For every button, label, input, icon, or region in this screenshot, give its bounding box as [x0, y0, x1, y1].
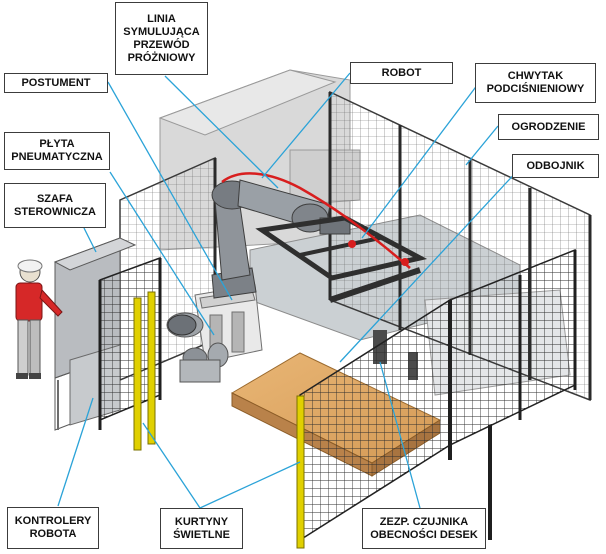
- label-szafa-sterownicza: SZAFA STEROWNICZA: [4, 183, 106, 228]
- label-linia-symulujaca: LINIA SYMULUJĄCA PRZEWÓD PRÓŻNIOWY: [115, 2, 208, 75]
- leader-robot: [261, 72, 351, 179]
- label-kurtyny-swietlne: KURTYNY ŚWIETLNE: [160, 508, 243, 549]
- vacuum-gripper: [255, 215, 428, 303]
- leader-odbojnik: [339, 167, 521, 363]
- leader-kontrolery: [57, 397, 94, 507]
- leader-kurtyny: [142, 422, 201, 509]
- leader-kurtyny-2: [199, 461, 301, 509]
- label-kontrolery-robota: KONTROLERY ROBOTA: [7, 507, 99, 549]
- leader-czujnik: [379, 361, 421, 509]
- label-chwytak: CHWYTAK PODCIŚNIENIOWY: [475, 63, 596, 103]
- label-robot: ROBOT: [350, 62, 453, 84]
- leader-plyta: [109, 171, 215, 336]
- light-curtains: [133, 291, 305, 549]
- leader-szafa: [83, 227, 97, 253]
- left-front-fence: [98, 256, 162, 430]
- label-ogrodzenie: OGRODZENIE: [498, 114, 599, 140]
- label-postument: POSTUMENT: [4, 73, 108, 93]
- callout-lines: [57, 72, 521, 509]
- front-fence: [299, 248, 577, 542]
- worker-figure: [15, 259, 63, 379]
- label-plyta-pneumatyczna: PŁYTA PNEUMATYCZNA: [4, 132, 110, 170]
- pedestal: [194, 284, 263, 363]
- label-zezp-czujnika: ZEZP. CZUJNIKA OBECNOŚCI DESEK: [362, 508, 486, 549]
- vacuum-cable: [221, 172, 411, 269]
- label-odbojnik: ODBOJNIK: [512, 154, 599, 178]
- leader-ogrodzenie: [465, 125, 499, 166]
- leader-postument: [107, 81, 233, 301]
- leader-chwytak: [361, 83, 479, 239]
- leader-linia: [164, 75, 279, 189]
